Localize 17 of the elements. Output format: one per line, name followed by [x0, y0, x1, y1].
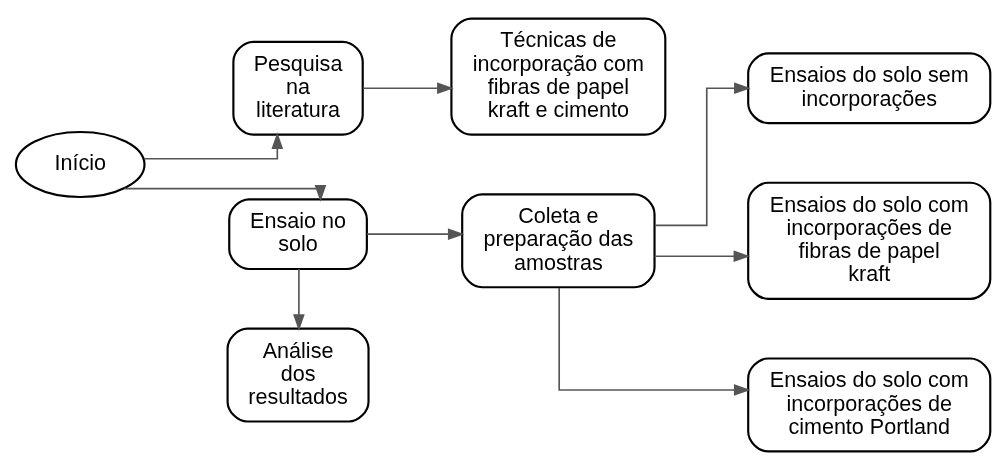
arrow: [558, 286, 751, 396]
arrow: [362, 81, 454, 94]
arrow: [143, 131, 284, 160]
node-ellipse: Início: [14, 130, 146, 198]
node-box: Ensaios do solo com incorporações de cimento Portland: [747, 356, 992, 452]
node-box: Ensaios do solo com incorporações de fibras de papel kraft: [747, 181, 992, 300]
node-box: Coleta e preparação das amostras: [461, 192, 656, 288]
arrow: [366, 227, 465, 240]
node-box: Técnicas de incorporação com fibras de papel kraft e cimento: [450, 17, 667, 136]
node-box: Pesquisa na literatura: [232, 40, 364, 136]
arrow: [293, 267, 305, 331]
arrow: [123, 184, 327, 202]
arrow: [653, 249, 751, 262]
node-box: Ensaios do solo sem incorporações: [747, 51, 992, 124]
node-box: Análise dos resultados: [226, 327, 370, 423]
arrow: [654, 81, 751, 226]
node-box: Ensaio no solo: [228, 197, 368, 270]
